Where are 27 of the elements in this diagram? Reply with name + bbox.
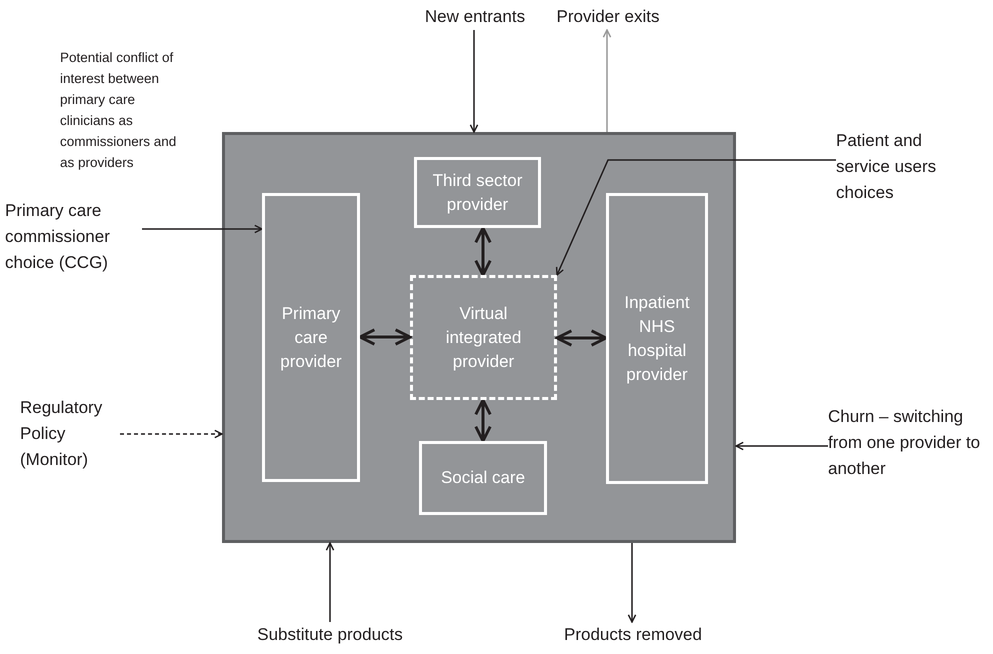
node-label: New entrants <box>412 4 538 30</box>
arrow <box>358 328 412 346</box>
arrow <box>470 30 478 133</box>
arrow <box>735 442 828 450</box>
arrow <box>556 329 608 347</box>
provider-box: Primary care provider <box>262 193 360 482</box>
node-label: Churn – switching from one provider to another <box>828 404 988 508</box>
node-label: Provider exits <box>541 4 675 30</box>
leader-line <box>556 159 836 276</box>
arrow <box>474 398 492 442</box>
provider-box: Social care <box>419 441 547 515</box>
node-label: Regulatory Policy (Monitor) <box>20 395 120 473</box>
provider-box: Virtual integrated provider <box>410 275 557 400</box>
arrow <box>628 543 636 623</box>
arrow <box>142 224 263 234</box>
arrow <box>602 29 612 132</box>
arrow <box>474 226 492 276</box>
node-label: Patient and service users choices <box>836 128 976 206</box>
market-box <box>222 132 736 543</box>
note-text: Potential conflict of interest between primary care clinicians as commissioners and as providers <box>60 49 178 172</box>
node-label: Products removed <box>553 622 713 648</box>
arrow <box>120 430 223 438</box>
provider-box: Inpatient NHS hospital provider <box>606 193 708 484</box>
arrow <box>326 542 334 622</box>
node-label: Primary care commissioner choice (CCG) <box>5 198 142 276</box>
node-label: Substitute products <box>245 622 415 648</box>
provider-box: Third sector provider <box>414 157 541 228</box>
